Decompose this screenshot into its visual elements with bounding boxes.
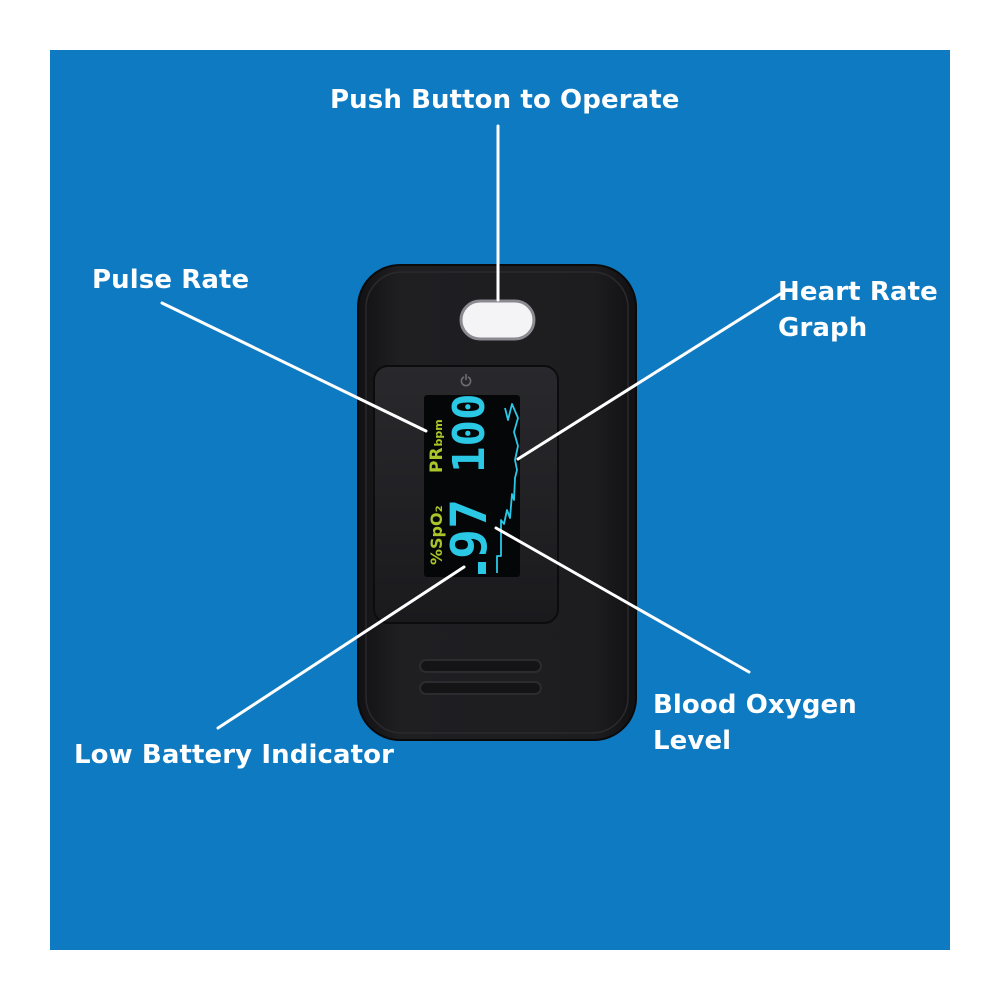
oled-screen [424,395,520,577]
grip-ridge-bottom [419,681,542,695]
callout-pulse-rate: Pulse Rate [92,265,250,295]
low-battery-icon [478,562,486,574]
pr-value: 100 [444,394,495,473]
spo2-value: 97 [440,499,498,559]
leader-pulse-rate [160,301,428,433]
leader-low-battery [216,565,466,730]
callout-blood-oxygen-line1: Blood Oxygen [653,690,857,720]
pr-label: PRbpm [427,419,447,473]
push-button[interactable] [459,299,536,341]
leader-heart-rate-graph [516,292,782,461]
callout-heart-rate-graph: Heart Rate Graph [778,274,938,346]
spo2-label: %SpO₂ [427,505,446,565]
heart-rate-graph [496,403,519,573]
pr-unit: bpm [432,419,445,446]
callout-heart-rate-graph-line2: Graph [778,313,868,343]
power-icon [460,373,472,387]
callout-blood-oxygen-line2: Level [653,726,732,756]
callout-low-battery: Low Battery Indicator [74,740,395,770]
grip-ridge-top [419,659,542,673]
callout-blood-oxygen: Blood Oxygen Level [653,687,857,759]
leader-blood-oxygen [494,526,751,674]
callout-heart-rate-graph-line1: Heart Rate [778,277,938,307]
callout-push-button: Push Button to Operate [330,85,680,115]
